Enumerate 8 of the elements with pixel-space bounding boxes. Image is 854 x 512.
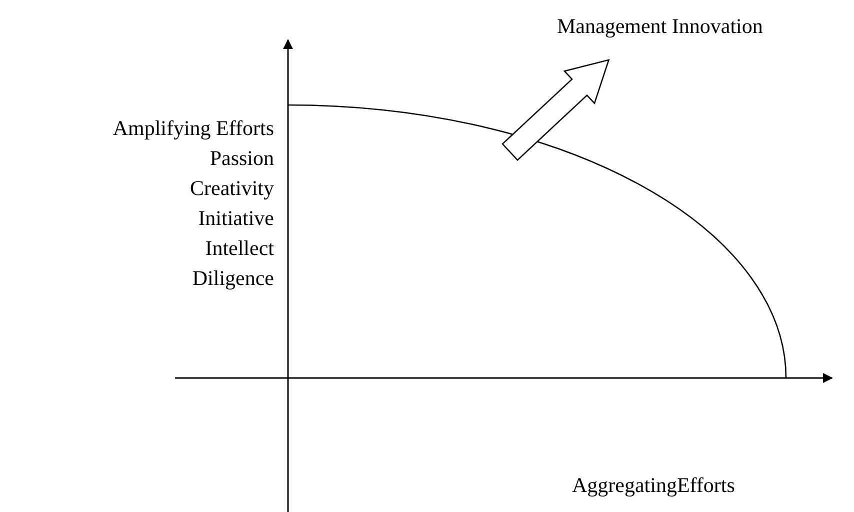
- arrow-label: Management Innovation: [557, 14, 763, 38]
- axis-label: Passion: [210, 146, 274, 170]
- axis-label: Diligence: [192, 266, 274, 290]
- axis-label: Intellect: [205, 236, 274, 260]
- axis-label: AggregatingEfforts: [572, 473, 735, 497]
- axis-label: Amplifying Efforts: [112, 116, 274, 140]
- axis-label: Creativity: [190, 176, 274, 200]
- axis-label: Initiative: [198, 206, 274, 230]
